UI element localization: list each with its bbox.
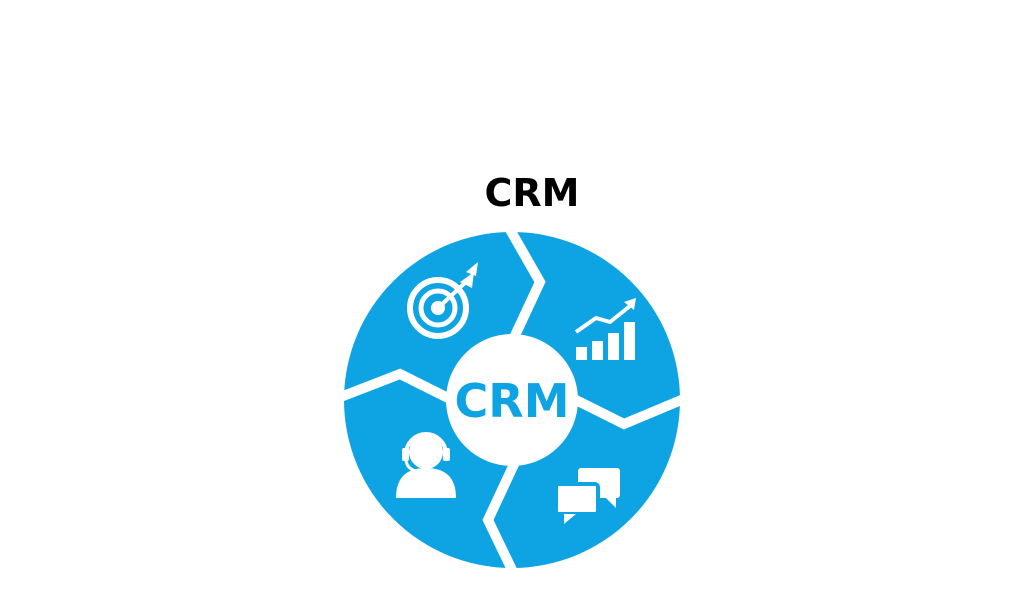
segment-dividers [344, 232, 680, 568]
target-icon [407, 262, 478, 339]
crm-cycle-graphic: CRM [344, 232, 680, 568]
support-agent-icon [396, 432, 456, 498]
center-label: CRM [455, 374, 570, 428]
crm-cycle-diagram: CRM [344, 232, 680, 568]
divider-left [344, 368, 463, 409]
center-circle [446, 334, 578, 466]
chat-bubbles-icon [554, 468, 620, 524]
divider-bottom [482, 457, 521, 568]
divider-right [561, 389, 680, 430]
page-title: CRM [484, 171, 580, 215]
divider-top [505, 232, 546, 345]
growth-chart-icon [574, 298, 636, 360]
